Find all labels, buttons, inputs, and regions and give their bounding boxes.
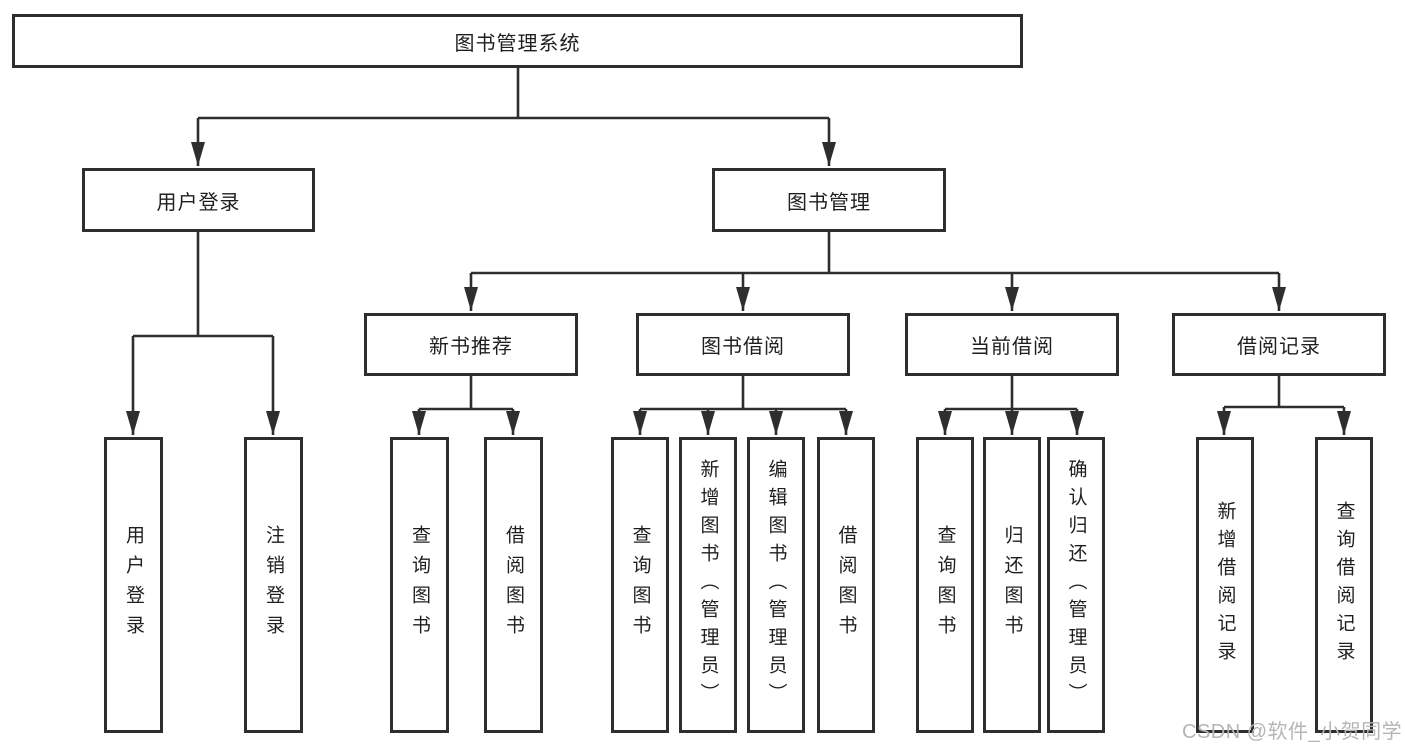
node-current-borrow: 当前借阅 bbox=[905, 313, 1119, 376]
node-root-system: 图书管理系统 bbox=[12, 14, 1023, 68]
leaf-label: 查询借阅记录 bbox=[1333, 501, 1355, 669]
leaf-user-login: 用户登录 bbox=[104, 437, 163, 733]
node-book-borrow: 图书借阅 bbox=[636, 313, 850, 376]
leaf-label: 新增图书（管理员） bbox=[697, 459, 719, 711]
leaf-current-query-book: 查询图书 bbox=[916, 437, 974, 733]
node-borrow-records: 借阅记录 bbox=[1172, 313, 1386, 376]
leaf-confirm-return-admin: 确认归还（管理员） bbox=[1047, 437, 1105, 733]
leaf-query-borrow-record: 查询借阅记录 bbox=[1315, 437, 1373, 733]
leaf-label: 查询图书 bbox=[934, 525, 956, 645]
leaf-recommend-query-book: 查询图书 bbox=[390, 437, 449, 733]
leaf-borrow-book: 借阅图书 bbox=[817, 437, 875, 733]
leaf-label: 编辑图书（管理员） bbox=[765, 459, 787, 711]
leaf-label: 用户登录 bbox=[123, 525, 144, 645]
leaf-label: 归还图书 bbox=[1001, 525, 1023, 645]
leaf-recommend-borrow-book: 借阅图书 bbox=[484, 437, 543, 733]
leaf-label: 借阅图书 bbox=[503, 525, 524, 645]
leaf-add-borrow-record: 新增借阅记录 bbox=[1196, 437, 1254, 733]
node-book-management: 图书管理 bbox=[712, 168, 946, 232]
leaf-label: 新增借阅记录 bbox=[1214, 501, 1236, 669]
node-new-book-recommend: 新书推荐 bbox=[364, 313, 578, 376]
leaf-return-book: 归还图书 bbox=[983, 437, 1041, 733]
leaf-label: 注销登录 bbox=[263, 525, 284, 645]
csdn-watermark: CSDN @软件_小贺同学 bbox=[1182, 721, 1403, 743]
leaf-edit-book-admin: 编辑图书（管理员） bbox=[747, 437, 805, 733]
leaf-label: 确认归还（管理员） bbox=[1065, 459, 1087, 711]
leaf-logout: 注销登录 bbox=[244, 437, 303, 733]
leaf-borrow-query-book: 查询图书 bbox=[611, 437, 669, 733]
leaf-add-book-admin: 新增图书（管理员） bbox=[679, 437, 737, 733]
leaf-label: 查询图书 bbox=[629, 525, 651, 645]
leaf-label: 借阅图书 bbox=[835, 525, 857, 645]
node-user-login: 用户登录 bbox=[82, 168, 315, 232]
leaf-label: 查询图书 bbox=[409, 525, 430, 645]
